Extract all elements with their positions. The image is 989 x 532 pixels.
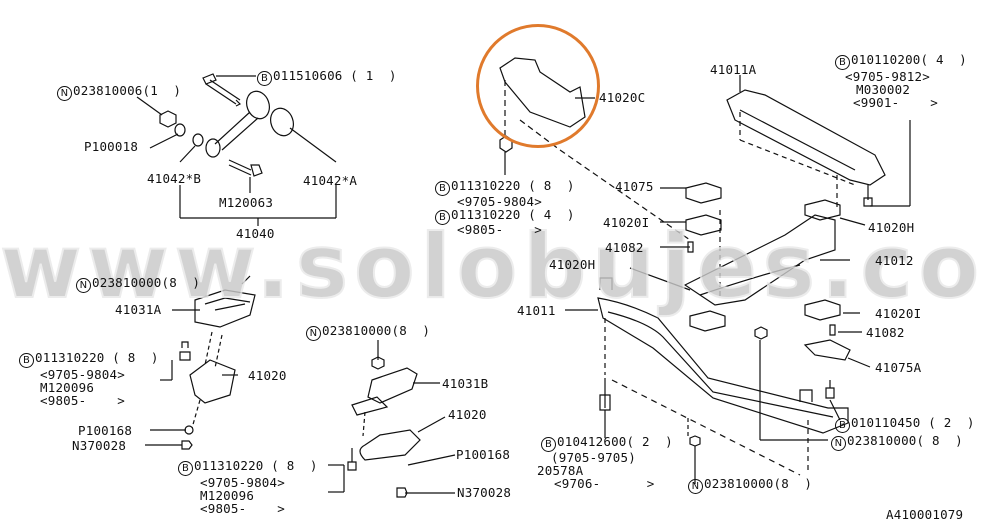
b-prefix-icon: B: [19, 353, 34, 368]
label-41020i-center[interactable]: 41020I: [603, 215, 650, 230]
label-n370028-left[interactable]: N370028: [72, 438, 127, 453]
label-m120096-bottom[interactable]: M120096: [200, 488, 255, 503]
b-prefix-icon: B: [178, 461, 193, 476]
label-41031b[interactable]: 41031B: [442, 376, 489, 391]
label-date-9805-bottom: <9805- >: [200, 501, 285, 516]
label-41020-left[interactable]: 41020: [248, 368, 287, 383]
label-m120096-left[interactable]: M120096: [40, 380, 95, 395]
label-m030002[interactable]: M030002: [856, 82, 911, 97]
label-41031a[interactable]: 41031A: [115, 302, 162, 317]
reference-code: A410001079: [886, 507, 964, 522]
label-p100018[interactable]: P100018: [84, 139, 139, 154]
n-prefix-icon: N: [57, 86, 72, 101]
n-prefix-icon: N: [831, 436, 846, 451]
bottom-mount-drawing: [328, 340, 456, 498]
label-41075a[interactable]: 41075A: [875, 360, 922, 375]
label-20578a[interactable]: 20578A: [537, 463, 584, 478]
label-date-9805-center: <9805- >: [457, 222, 542, 237]
label-41075[interactable]: 41075: [615, 179, 654, 194]
label-date-9705-9705: (9705-9705): [551, 450, 636, 465]
b-prefix-icon: B: [541, 437, 556, 452]
b-prefix-icon: B: [435, 210, 450, 225]
label-n370028-bottom[interactable]: N370028: [457, 485, 512, 500]
label-m120063[interactable]: M120063: [219, 195, 274, 210]
label-date-9705-9804-bottom: <9705-9804>: [200, 475, 285, 490]
b-prefix-icon: B: [257, 71, 272, 86]
label-date-9706: <9706- >: [554, 476, 655, 491]
label-41042a[interactable]: 41042*A: [303, 173, 358, 188]
label-41012[interactable]: 41012: [875, 253, 914, 268]
label-41011a[interactable]: 41011A: [710, 62, 757, 77]
label-41020i-right[interactable]: 41020I: [875, 306, 922, 321]
label-41020-bottom[interactable]: 41020: [448, 407, 487, 422]
label-41042b[interactable]: 41042*B: [147, 171, 202, 186]
label-date-9705-9812: <9705-9812>: [845, 69, 930, 84]
b-prefix-icon: B: [435, 181, 450, 196]
highlight-circle: [476, 24, 600, 148]
label-date-9705-9804-center: <9705-9804>: [457, 194, 542, 209]
label-date-9901: <9901- >: [853, 95, 938, 110]
b-prefix-icon: B: [835, 55, 850, 70]
label-p100168-left[interactable]: P100168: [78, 423, 133, 438]
label-date-9705-9804-left: <9705-9804>: [40, 367, 125, 382]
label-41020h-center[interactable]: 41020H: [549, 257, 596, 272]
label-p100168-bottom[interactable]: P100168: [456, 447, 511, 462]
label-41020h-right[interactable]: 41020H: [868, 220, 915, 235]
n-prefix-icon: N: [688, 479, 703, 494]
label-41082-right[interactable]: 41082: [866, 325, 905, 340]
b-prefix-icon: B: [835, 418, 850, 433]
link-assembly-drawing: [136, 73, 337, 226]
label-41020c[interactable]: 41020C: [599, 90, 646, 105]
label-41011[interactable]: 41011: [517, 303, 556, 318]
left-mount-drawing: [145, 275, 256, 450]
label-date-9805-left: <9805- >: [40, 393, 125, 408]
n-prefix-icon: N: [306, 326, 321, 341]
n-prefix-icon: N: [76, 278, 91, 293]
right-member-drawing: [726, 75, 911, 421]
label-41082-center[interactable]: 41082: [605, 240, 644, 255]
label-41040[interactable]: 41040: [236, 226, 275, 241]
